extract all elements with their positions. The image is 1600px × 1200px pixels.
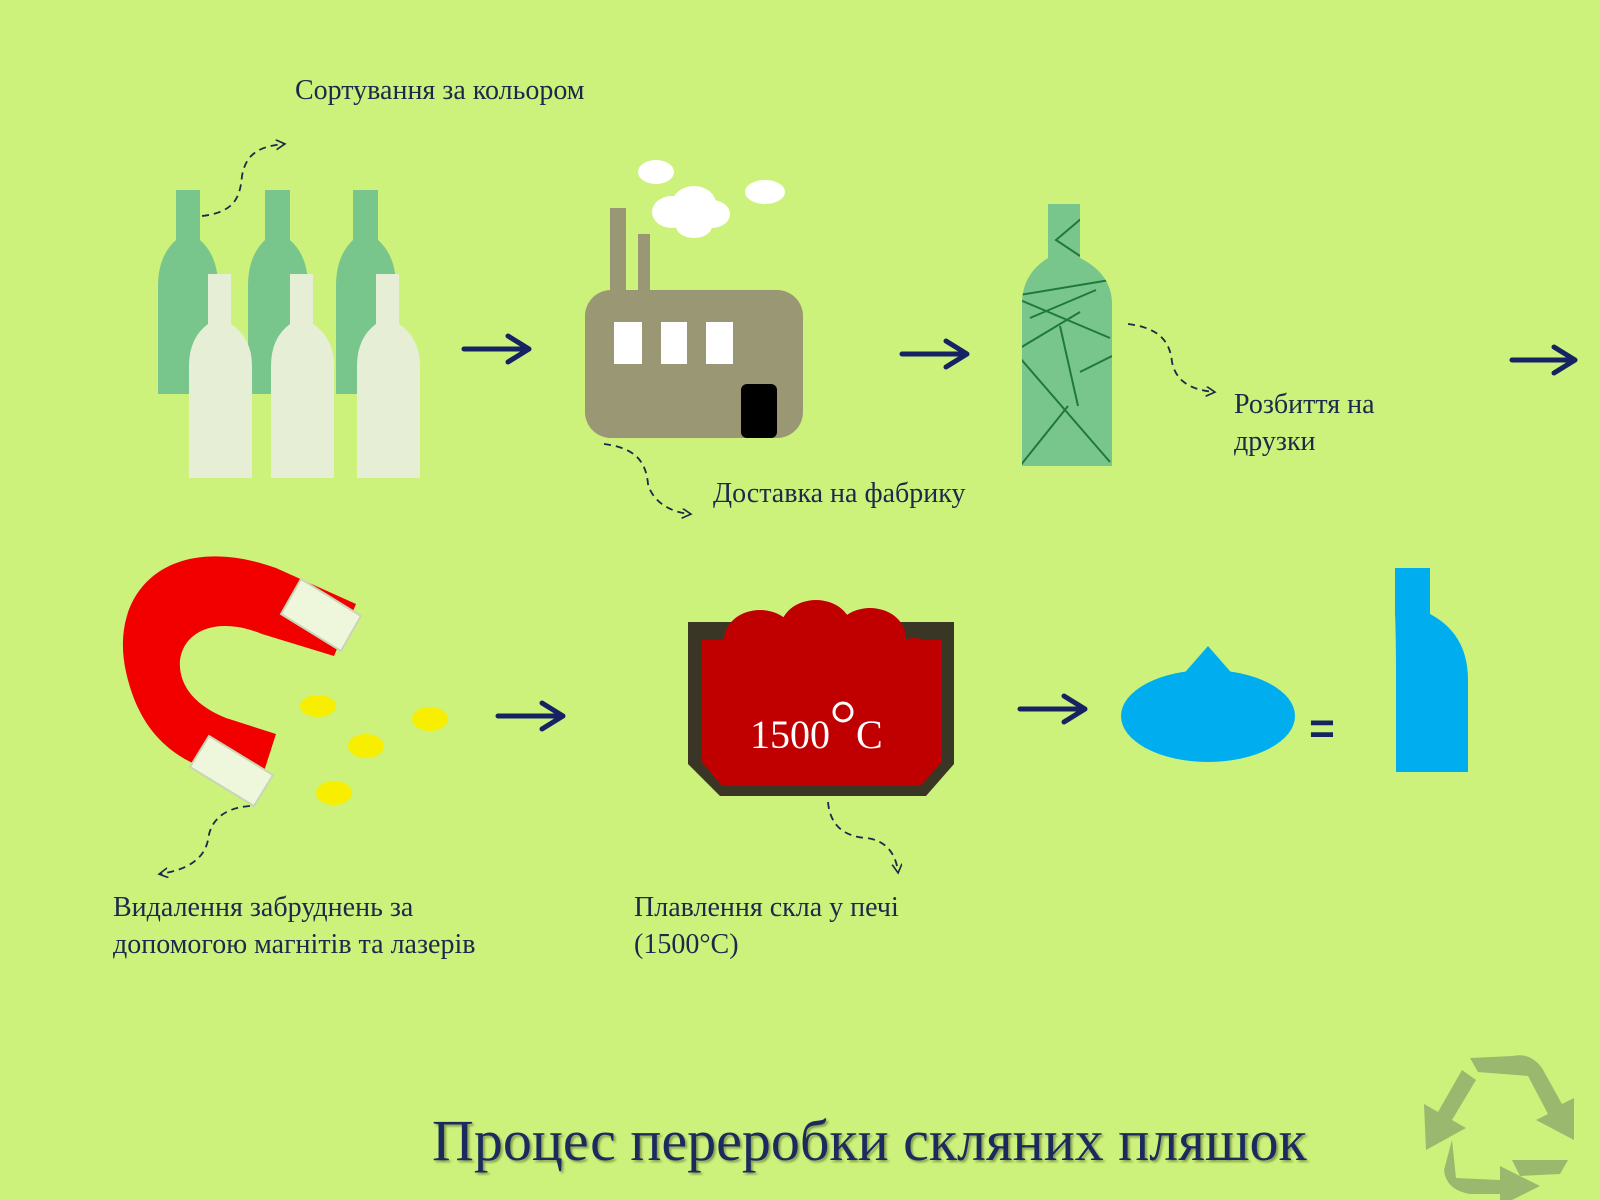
step-sort-label: Сортування за кольором bbox=[295, 75, 585, 106]
step-delivery-label: Доставка на фабрику bbox=[713, 478, 966, 509]
step-melt-label: Плавлення скла у печі (1500°C) bbox=[634, 889, 899, 963]
step-crush-line1: Розбиття на bbox=[1234, 389, 1375, 420]
magnet-icon bbox=[122, 556, 363, 808]
step-clean-label: Видалення забруднень за допомогою магніт… bbox=[113, 889, 475, 963]
equals-sign: = bbox=[1309, 704, 1335, 753]
degree-icon bbox=[832, 701, 854, 723]
step-clean-line2: допомогою магнітів та лазерів bbox=[113, 929, 476, 960]
step-crush-line2: друзки bbox=[1234, 426, 1316, 457]
new-bottle-icon bbox=[1395, 568, 1468, 772]
step-melt-line2: (1500°C) bbox=[634, 929, 739, 960]
arrow-right-icon bbox=[461, 333, 532, 365]
step-clean-line1: Видалення забруднень за bbox=[113, 892, 414, 923]
arrow-right-icon bbox=[1017, 693, 1088, 725]
arrow-right-icon bbox=[1509, 344, 1578, 376]
arrow-right-icon bbox=[495, 700, 566, 732]
sorted-bottles-icon bbox=[158, 190, 420, 478]
arrow-right-icon bbox=[899, 338, 970, 370]
step-melt-line1: Плавлення скла у печі bbox=[634, 892, 899, 923]
furnace-temperature-value: 1500 bbox=[750, 712, 830, 757]
step-crush-label: Розбиття на друзки bbox=[1234, 386, 1375, 460]
recycle-icon bbox=[1424, 1055, 1574, 1200]
flow-arrows bbox=[461, 333, 1578, 732]
molten-glass-icon bbox=[1121, 646, 1295, 762]
pointer-arrows bbox=[160, 144, 1214, 874]
factory-icon bbox=[585, 208, 803, 438]
page-title: Процес переробки скляних пляшок bbox=[432, 1108, 1307, 1173]
furnace-temperature-unit: C bbox=[856, 712, 883, 757]
cracked-bottle-icon bbox=[1022, 204, 1112, 466]
contaminant-particles bbox=[300, 695, 448, 805]
smoke-clouds bbox=[638, 160, 785, 238]
furnace-icon bbox=[688, 600, 954, 796]
